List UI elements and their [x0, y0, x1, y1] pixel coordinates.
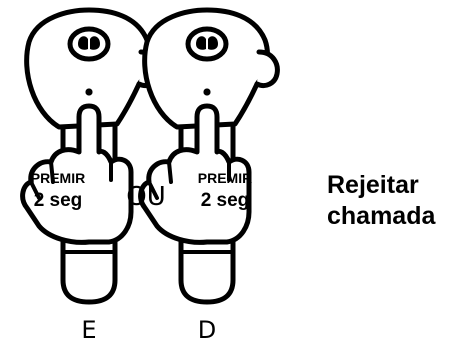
or-connector: OU [126, 182, 166, 212]
left-press-label: PREMIR [31, 170, 85, 186]
right-side-label: D [198, 316, 216, 344]
left-earbud-illustration [23, 10, 160, 302]
touch-sensor-dot-icon [203, 88, 211, 96]
right-earbud-illustration [141, 10, 278, 302]
action-line-2: chamada [327, 202, 436, 230]
touch-sensor-dot-icon [85, 88, 93, 96]
left-side-label: E [81, 316, 96, 344]
action-line-1: Rejeitar [327, 171, 419, 199]
right-press-duration: 2 seg [201, 190, 250, 211]
right-press-label: PREMIR [198, 170, 252, 186]
action-label: Rejeitar chamada [327, 170, 476, 232]
earbud-logo-icon [196, 36, 218, 50]
earbud-logo-icon [78, 36, 100, 50]
left-press-duration: 2 seg [34, 190, 83, 211]
